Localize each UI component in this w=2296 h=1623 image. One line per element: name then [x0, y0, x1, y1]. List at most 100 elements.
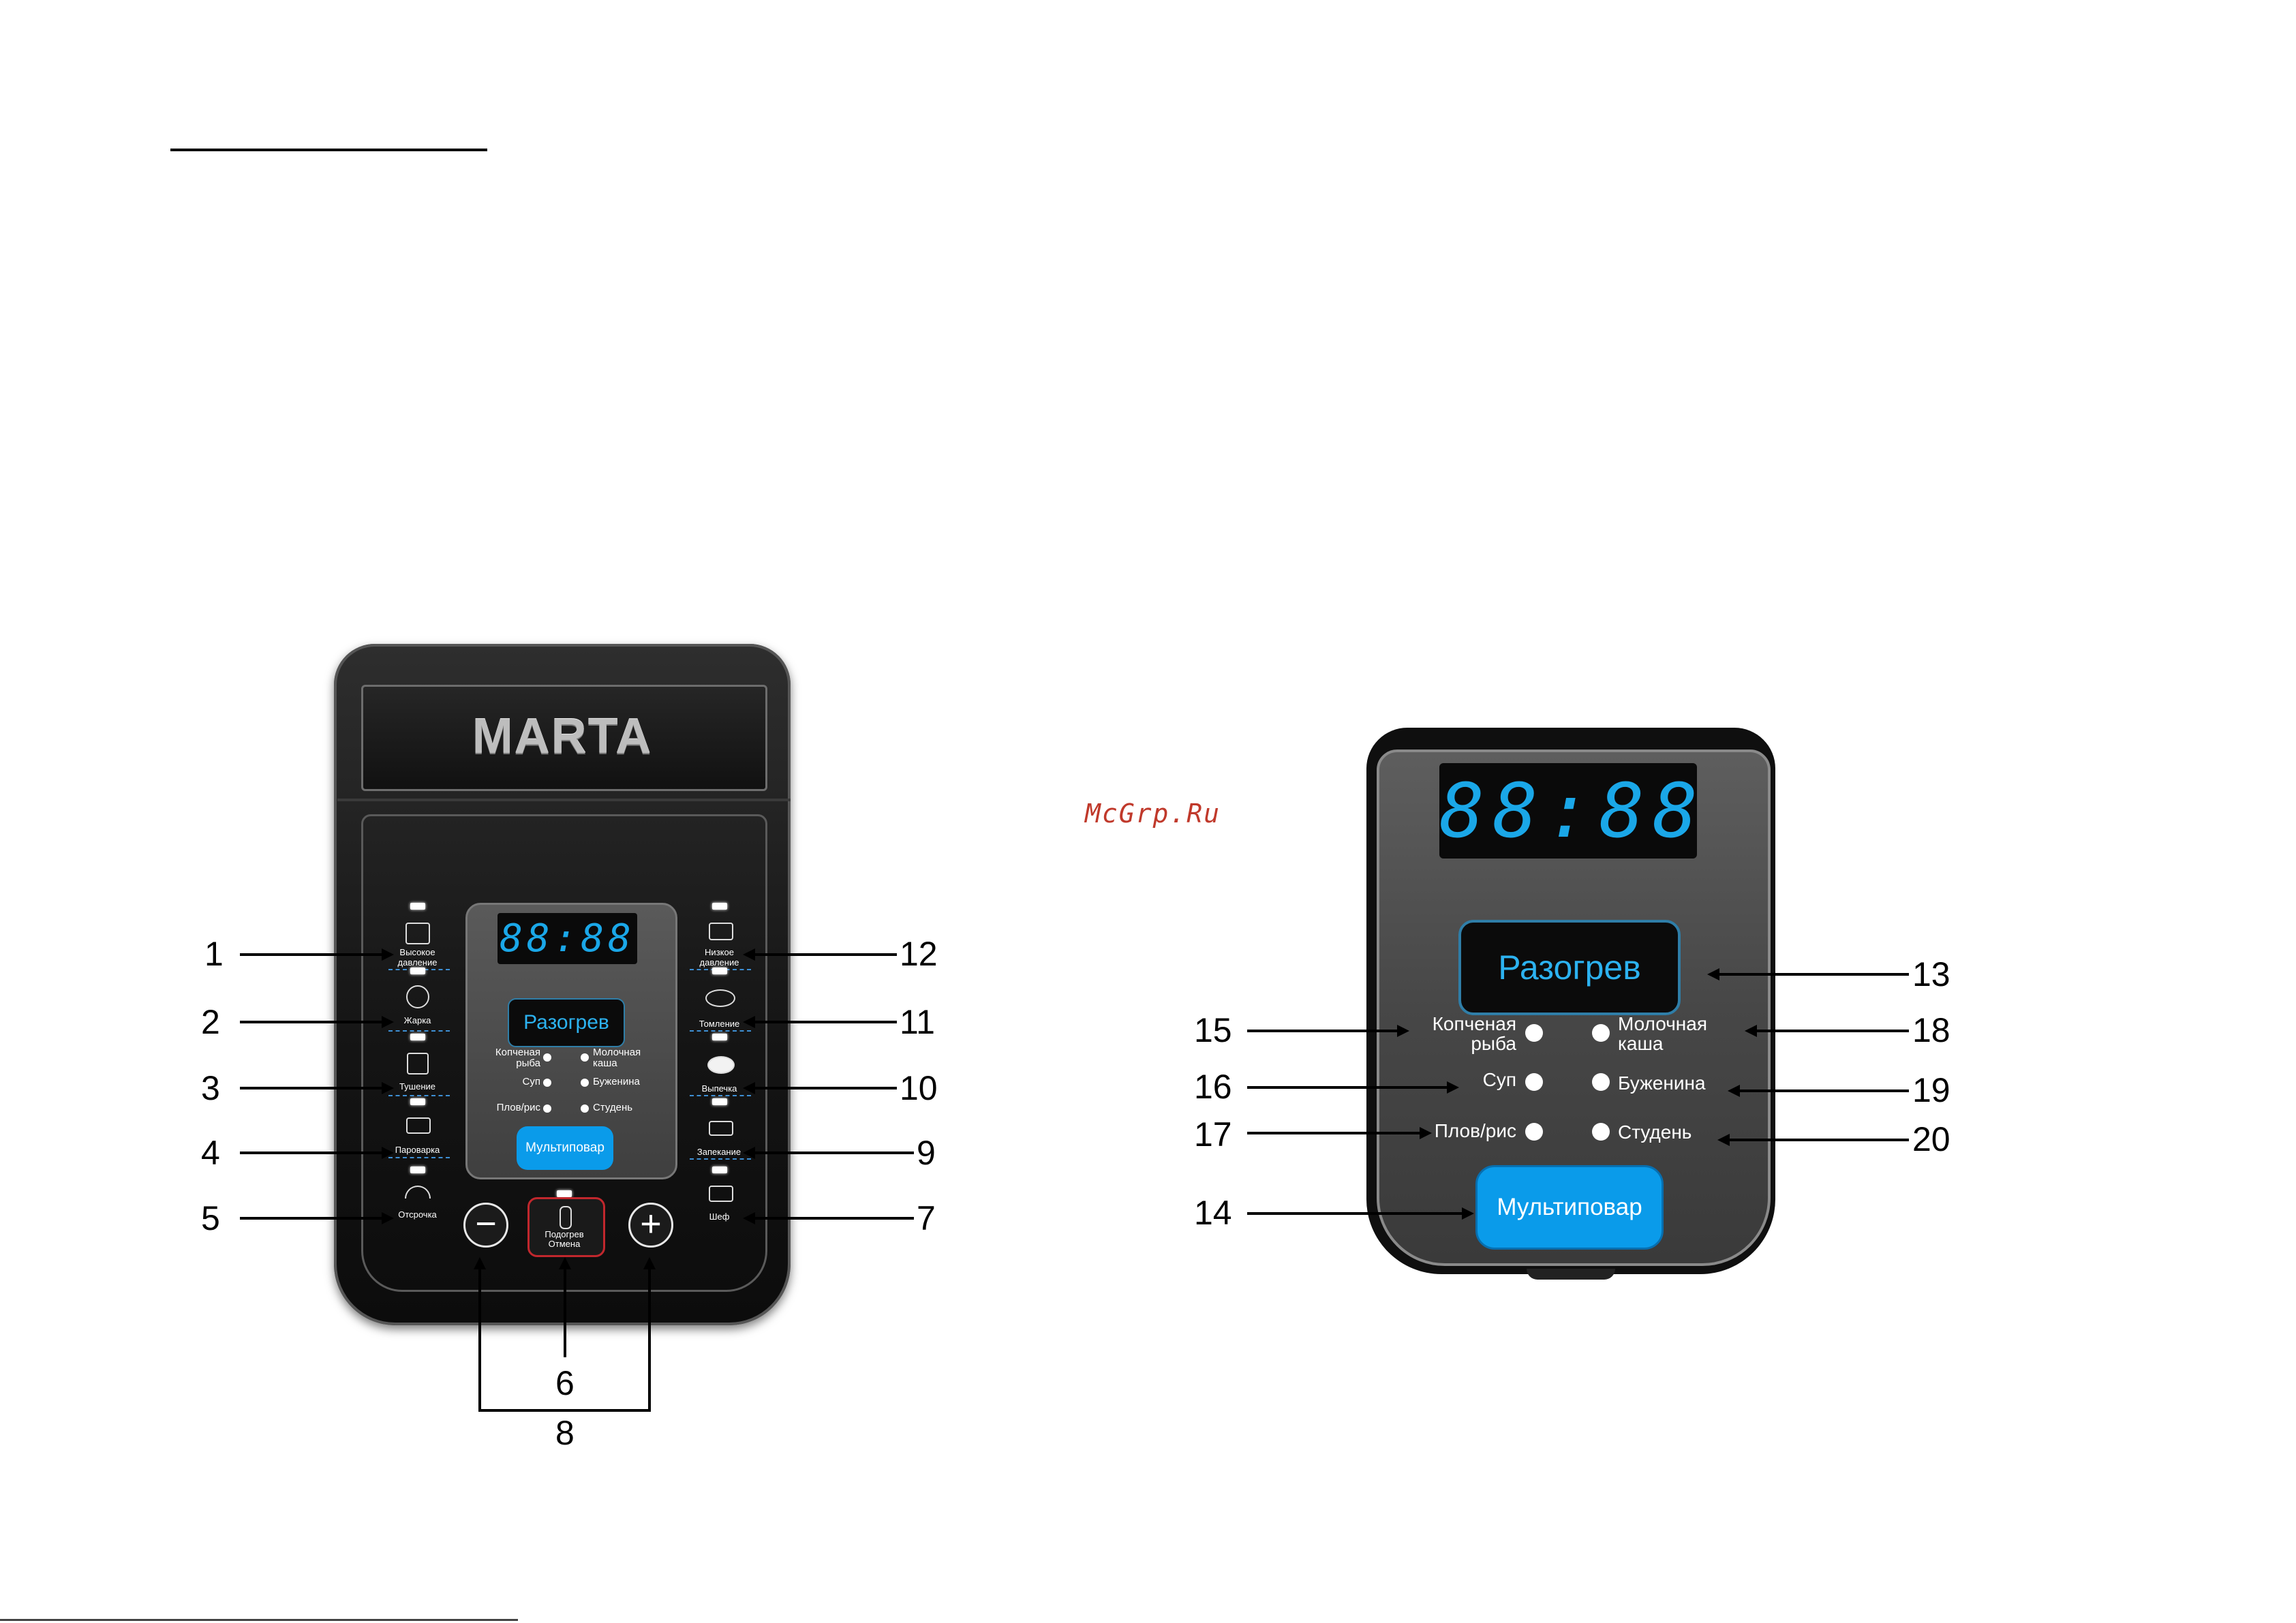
arrow-left-icon [743, 1147, 755, 1159]
led-simmer [712, 968, 727, 974]
button-roasting[interactable]: Запекание [697, 1147, 741, 1157]
arrow-right-icon [382, 1147, 394, 1159]
callout-leader [1756, 1030, 1909, 1032]
callout-number: 19 [1912, 1071, 1950, 1109]
callout-number: 14 [1194, 1194, 1232, 1232]
callout-leader [1728, 1139, 1909, 1141]
button-low-pressure[interactable]: Низкое давление [699, 947, 739, 968]
brand-logo: MARTA [472, 709, 653, 764]
led-steamer [410, 1098, 425, 1105]
arrow-up-icon [643, 1257, 656, 1269]
arrow-left-icon [1745, 1025, 1757, 1037]
simmer-pot-icon [705, 989, 735, 1007]
header-rule [170, 149, 487, 151]
arrow-right-icon [382, 1082, 394, 1094]
warm-cancel-button[interactable] [527, 1197, 605, 1257]
callout-number: 12 [900, 935, 938, 973]
callout-number: 6 [555, 1364, 575, 1402]
footer-rule [0, 1619, 518, 1621]
callout-number: 3 [201, 1069, 220, 1107]
callout-leader [564, 1269, 566, 1357]
arrow-right-icon [1397, 1025, 1409, 1037]
multicook-button[interactable]: Мультиповар [517, 1126, 613, 1170]
option-pilaf-rice: Плов/рис [1434, 1120, 1516, 1141]
led-baking [712, 1034, 727, 1040]
steamer-icon [406, 1117, 431, 1134]
arrow-left-icon [1728, 1085, 1740, 1097]
button-delay[interactable]: Отсрочка [398, 1209, 437, 1220]
arrow-up-icon [559, 1257, 571, 1269]
indicator-milk-porridge [1592, 1024, 1610, 1042]
arrow-right-icon [382, 948, 394, 961]
callout-leader [240, 1087, 384, 1089]
indicator-pilaf-rice [543, 1104, 551, 1113]
button-frying[interactable]: Жарка [403, 1015, 431, 1025]
button-stewing[interactable]: Тушение [399, 1081, 436, 1092]
callout-leader [478, 1269, 481, 1412]
indicator-smoked-fish [543, 1053, 551, 1062]
callout-number: 4 [201, 1134, 220, 1172]
button-chef[interactable]: Шеф [709, 1211, 730, 1222]
led-stewing [410, 1034, 425, 1040]
callout-leader [240, 1217, 384, 1220]
arrow-right-icon [1420, 1127, 1432, 1139]
divider [690, 1158, 751, 1160]
plus-button[interactable]: + [628, 1203, 673, 1248]
callout-number: 7 [917, 1199, 936, 1237]
minus-button[interactable]: − [463, 1203, 508, 1248]
callout-leader [1247, 1132, 1423, 1134]
arrow-right-icon [382, 1016, 394, 1028]
led-roasting [712, 1098, 727, 1105]
option-boiled-pork: Буженина [593, 1076, 640, 1087]
arrow-left-icon [743, 948, 755, 961]
indicator-soup [543, 1079, 551, 1087]
multicook-button[interactable]: Мультиповар [1475, 1165, 1664, 1250]
indicator-pilaf-rice [1525, 1123, 1543, 1141]
cake-icon [707, 1056, 735, 1074]
option-pilaf-rice: Плов/рис [496, 1102, 540, 1113]
led-warm [557, 1190, 572, 1197]
option-soup: Суп [1482, 1069, 1516, 1090]
callout-number: 10 [900, 1069, 938, 1107]
callout-number: 1 [204, 935, 224, 973]
option-boiled-pork: Буженина [1618, 1072, 1706, 1094]
arrow-left-icon [743, 1082, 755, 1094]
callout-number: 15 [1194, 1011, 1232, 1049]
indicator-aspic [1592, 1123, 1610, 1141]
button-baking[interactable]: Выпечка [701, 1083, 737, 1094]
callout-leader [648, 1269, 651, 1412]
callout-number: 5 [201, 1199, 220, 1237]
callout-number: 9 [917, 1134, 936, 1172]
callout-leader [1247, 1086, 1450, 1089]
callout-leader [754, 1021, 897, 1023]
pot-low-pressure-icon [709, 923, 733, 940]
pot-pressure-icon [405, 923, 430, 944]
button-simmer[interactable]: Томление [699, 1019, 740, 1029]
callout-number: 16 [1194, 1068, 1232, 1106]
frying-pan-icon [406, 985, 429, 1008]
button-high-pressure[interactable]: Высокое давление [397, 947, 438, 968]
panel-foot [1527, 1269, 1615, 1280]
led-chef [712, 1166, 727, 1173]
time-display: 88:88 [498, 913, 637, 964]
arrow-left-icon [1707, 968, 1719, 980]
led-delay [410, 1166, 425, 1173]
callout-number: 18 [1912, 1011, 1950, 1049]
stew-pot-icon [407, 1053, 429, 1075]
callout-leader [1739, 1089, 1909, 1092]
callout-leader [754, 1217, 914, 1220]
led-high-pressure [410, 903, 425, 910]
arrow-right-icon [382, 1212, 394, 1224]
status-display: Разогрев [508, 998, 625, 1047]
button-steamer[interactable]: Паровaрка [395, 1145, 440, 1155]
divider [690, 1030, 751, 1032]
divider [388, 1157, 450, 1158]
callout-leader [478, 1409, 651, 1412]
callout-leader [1247, 1030, 1400, 1032]
callout-leader [240, 1021, 384, 1023]
indicator-aspic [581, 1104, 589, 1113]
callout-leader [754, 953, 897, 956]
callout-leader [240, 953, 384, 956]
option-smoked-fish: Копченая рыба [1432, 1013, 1516, 1055]
arrow-left-icon [743, 1212, 755, 1224]
